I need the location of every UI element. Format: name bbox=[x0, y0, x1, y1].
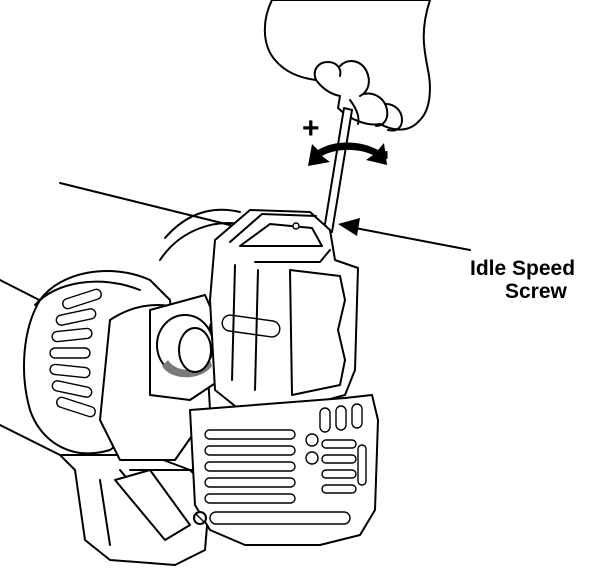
rotation-arrow-icon bbox=[308, 142, 387, 166]
starter-vents bbox=[49, 288, 102, 418]
callout-label-line1: Idle Speed bbox=[470, 257, 576, 280]
carburetor-cover bbox=[209, 209, 359, 411]
muffler-louvers bbox=[204, 429, 351, 525]
increase-symbol: + bbox=[302, 112, 320, 145]
crankcase bbox=[59, 454, 211, 566]
screwdriver bbox=[321, 107, 353, 239]
callout-label-line2: Screw bbox=[505, 280, 567, 303]
muffler-shield bbox=[189, 394, 379, 546]
callout-arrow-icon bbox=[338, 218, 471, 251]
decrease-symbol: - bbox=[371, 150, 404, 160]
hand bbox=[263, 0, 431, 132]
muffler-vents bbox=[305, 403, 367, 494]
